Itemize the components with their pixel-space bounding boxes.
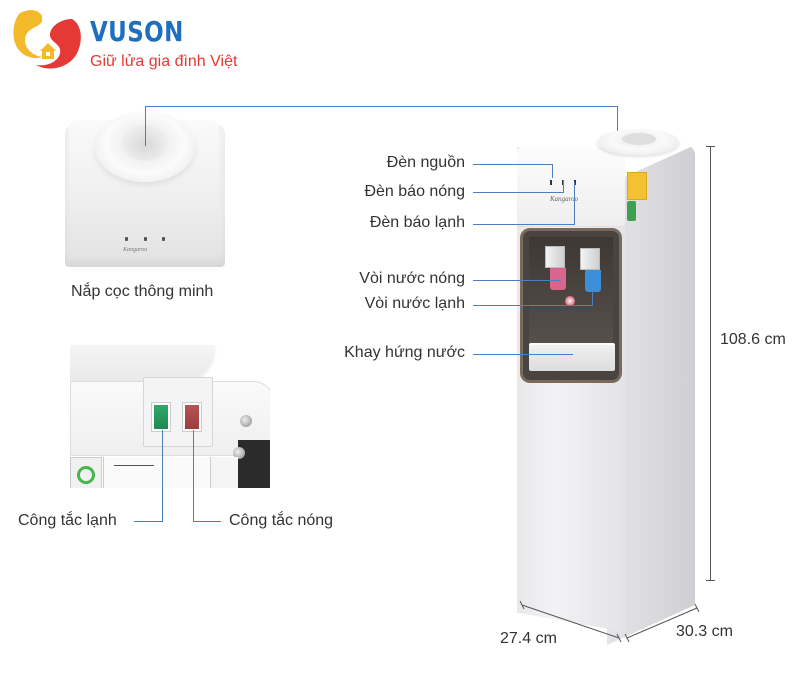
screw-icon xyxy=(233,447,245,459)
dispenser-head xyxy=(517,147,625,227)
cold-indicator-label: Đèn báo lạnh xyxy=(369,214,465,231)
lid-leader-line xyxy=(145,106,618,107)
hot-switch-label: Công tắc nóng xyxy=(229,512,334,529)
cold-tap-housing xyxy=(580,248,600,270)
cold-tap-label: Vòi nước lạnh xyxy=(364,295,465,312)
drip-tray xyxy=(529,343,615,371)
cold-switch-leader-line xyxy=(134,521,163,522)
brand-slogan: Giữ lửa gia đình Việt xyxy=(90,53,238,70)
lid-indicator-leds xyxy=(125,237,165,243)
q-mark-icon xyxy=(77,466,95,484)
spec-label-sticker xyxy=(210,457,238,488)
hot-indicator-label: Đèn báo nóng xyxy=(364,183,465,200)
cold-tap-lever-icon xyxy=(585,270,601,292)
cold-switch-leader-line xyxy=(162,430,163,522)
cold-switch-label: Công tắc lạnh xyxy=(18,512,117,529)
led-icon xyxy=(162,237,165,241)
lid-leader-line xyxy=(617,106,618,136)
cold-tap-leader-line xyxy=(473,305,593,306)
drip-tray-label: Khay hứng nước xyxy=(344,344,465,361)
drip-tray-leader-line xyxy=(473,354,573,355)
hot-tap-lever-icon xyxy=(550,268,566,290)
cold-indicator-leader-line xyxy=(574,182,575,225)
height-dimension-line xyxy=(710,146,711,580)
spec-label-sticker xyxy=(103,457,210,488)
screw-icon xyxy=(240,415,252,427)
smart-lid-inset-image: Kangaroo xyxy=(65,112,225,267)
hot-indicator-leader-line xyxy=(473,192,564,193)
lid-leader-line xyxy=(145,106,146,146)
smart-lid-caption: Nắp cọc thông minh xyxy=(71,283,214,300)
cold-switch-icon xyxy=(152,403,170,431)
cold-led-icon xyxy=(574,180,576,185)
base-dimension-lines xyxy=(519,600,700,643)
cold-indicator-leader-line xyxy=(473,224,575,225)
hot-tap-housing xyxy=(545,246,565,268)
flame-house-logo-icon xyxy=(13,10,81,69)
led-icon xyxy=(125,237,128,241)
dispenser-brand-text: Kangaroo xyxy=(550,195,579,203)
lid-brand-text: Kangaroo xyxy=(123,247,148,253)
water-dispenser-image: Kangaroo xyxy=(517,125,699,650)
hot-switch-leader-line xyxy=(193,521,221,522)
brand-name: VUSON xyxy=(90,15,184,48)
energy-label-sticker xyxy=(70,457,102,488)
hot-tap-label: Vòi nước nóng xyxy=(359,270,465,287)
dispenser-front-panel xyxy=(517,147,625,632)
hot-tap-leader-line xyxy=(473,280,561,281)
width-dimension-label: 27.4 cm xyxy=(500,630,557,647)
certification-sticker xyxy=(627,201,636,221)
hot-indicator-leader-line xyxy=(563,180,564,193)
cold-tap-leader-line xyxy=(592,290,593,306)
power-light-leader-line xyxy=(552,164,553,178)
power-light-leader-line xyxy=(473,164,553,165)
child-lock-icon xyxy=(565,296,575,306)
hot-switch-leader-line xyxy=(193,430,194,522)
power-switches-inset-image xyxy=(70,345,270,488)
power-light-label: Đèn nguồn xyxy=(386,154,465,171)
back-panel xyxy=(238,440,270,488)
hot-switch-icon xyxy=(183,403,201,431)
power-led-icon xyxy=(550,180,552,185)
vuson-logo[interactable]: VUSON Giữ lửa gia đình Việt xyxy=(10,5,270,75)
height-dimension-label: 108.6 cm xyxy=(720,331,786,348)
depth-dimension-label: 30.3 cm xyxy=(676,623,733,640)
warning-sticker xyxy=(627,172,647,200)
led-icon xyxy=(143,237,147,241)
